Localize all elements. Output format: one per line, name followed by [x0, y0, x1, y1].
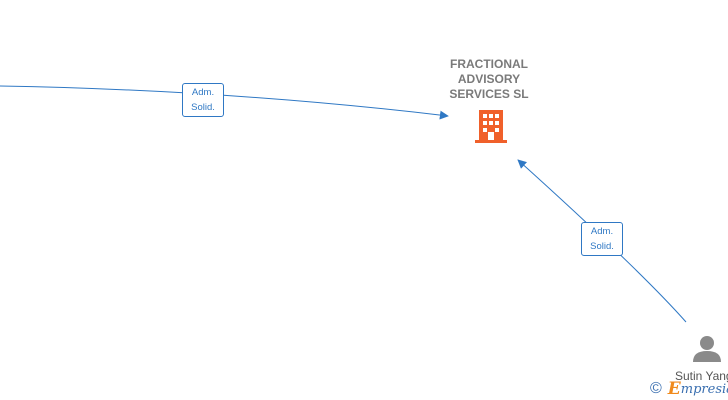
person-name[interactable]: Sutin Yang: [675, 369, 728, 383]
watermark-text: mpresia: [680, 381, 728, 397]
edge-label-adm-solid[interactable]: Adm. Solid.: [182, 83, 224, 117]
edge-line-left: [0, 85, 449, 120]
company-name[interactable]: FRACTIONAL ADVISORY SERVICES SL: [430, 57, 548, 102]
edge-label-line1: Adm.: [590, 226, 614, 237]
watermark-initial: E: [667, 379, 681, 399]
company-name-line: FRACTIONAL: [450, 57, 528, 71]
edge-label-adm-solid[interactable]: Adm. Solid.: [581, 222, 623, 256]
empresia-watermark: © E mpresia: [650, 379, 728, 399]
person-icon[interactable]: [693, 336, 721, 362]
edge-label-line2: Solid.: [191, 102, 215, 113]
building-icon[interactable]: [475, 110, 507, 143]
company-name-line: SERVICES SL: [449, 87, 529, 101]
company-name-line: ADVISORY: [457, 72, 521, 86]
edge-label-line1: Adm.: [191, 87, 215, 98]
copyright-icon: ©: [650, 380, 662, 397]
edge-label-line2: Solid.: [590, 241, 614, 252]
